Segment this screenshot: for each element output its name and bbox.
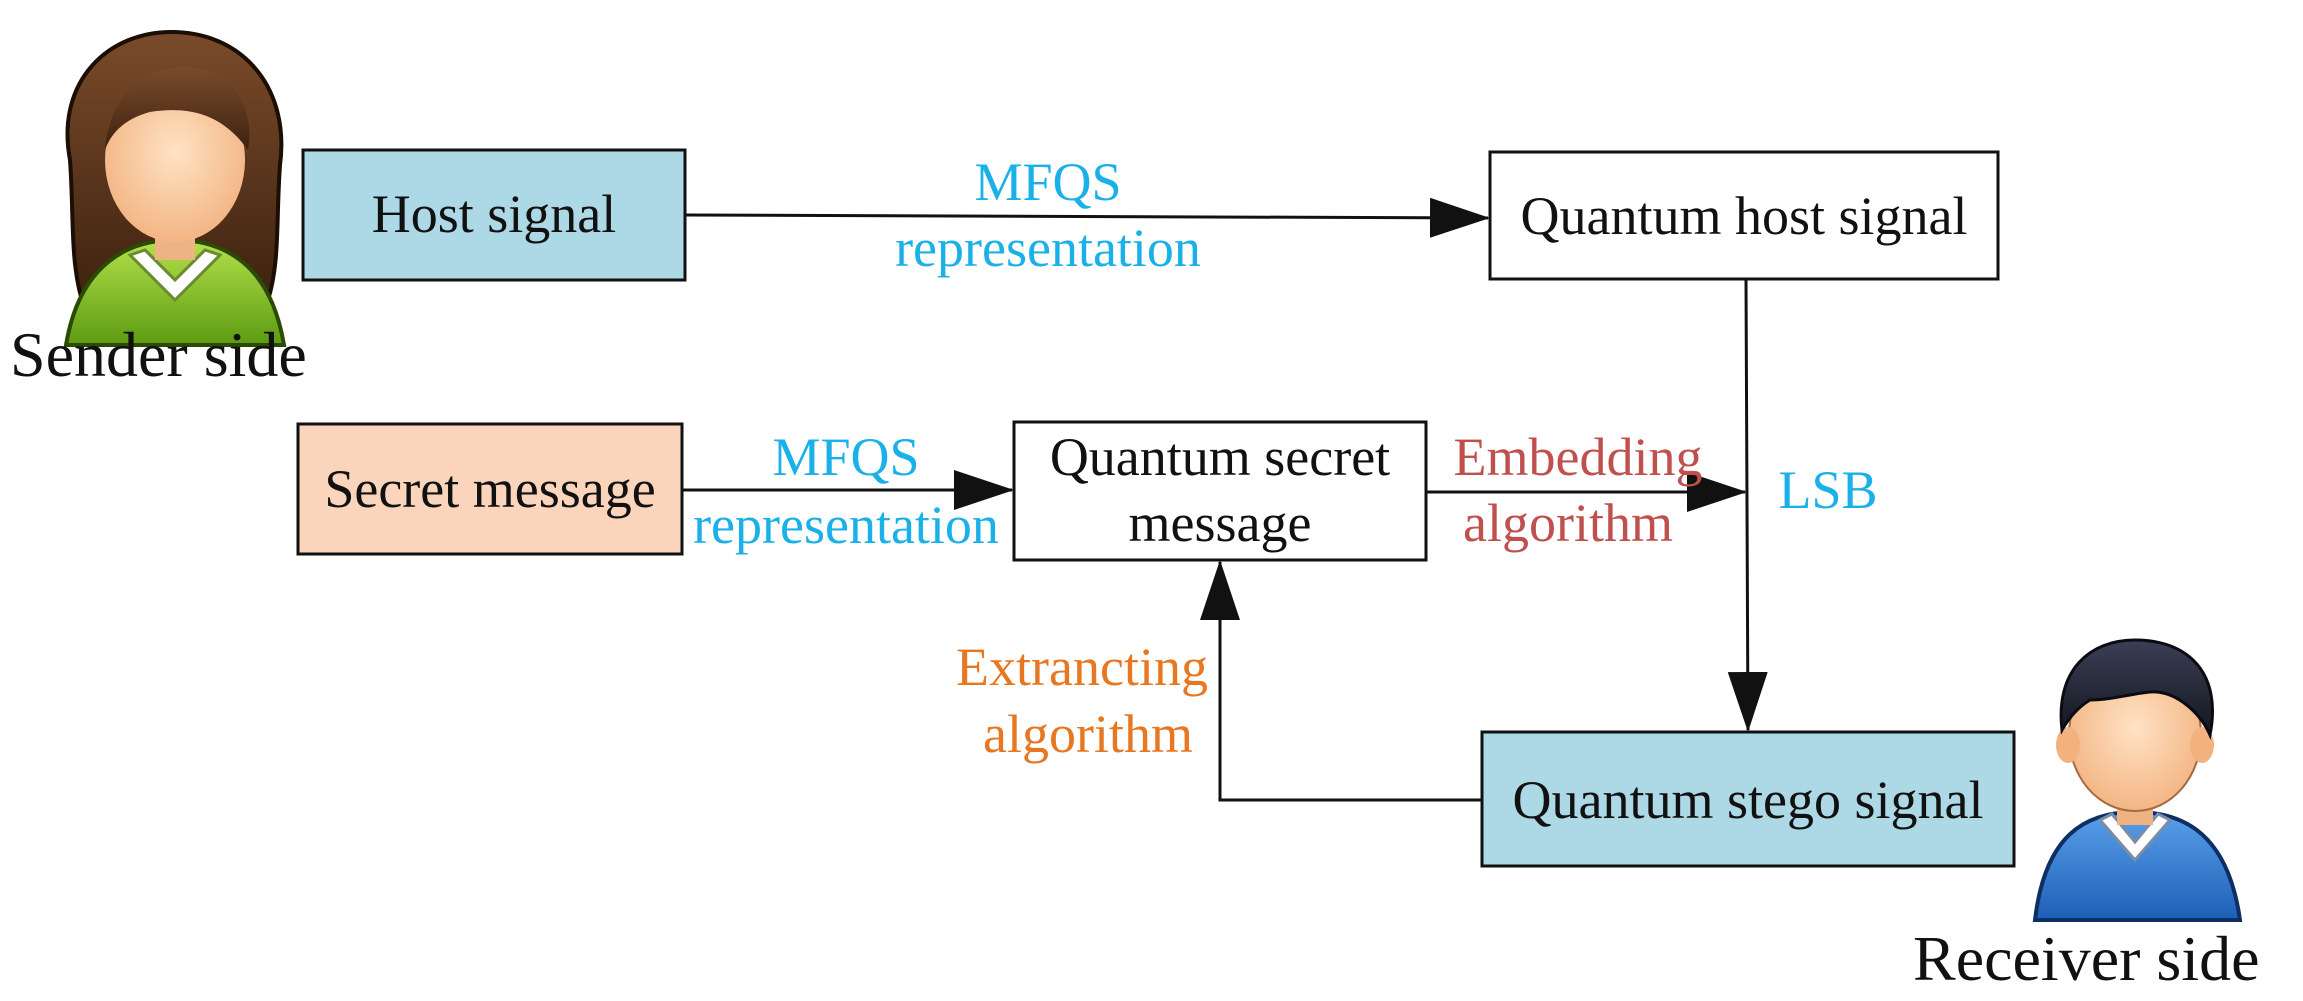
- embedding-label-line1: Embedding: [1454, 427, 1703, 487]
- arrow-stego-to-quantum-secret: [1200, 560, 1482, 802]
- extracting-label-line1: Extrancting: [956, 637, 1208, 697]
- mfqs-host-label-line1: MFQS: [974, 152, 1121, 212]
- quantum-stego-signal-text: Quantum stego signal: [1513, 770, 1984, 830]
- host-signal-box: Host signal: [301, 148, 687, 282]
- receiver-side-label: Receiver side: [1913, 923, 2260, 994]
- arrow-host-to-quantum-host: [685, 197, 1490, 238]
- mfqs-secret-label-line1: MFQS: [772, 427, 919, 487]
- host-signal-text: Host signal: [372, 184, 617, 244]
- quantum-secret-message-line2: message: [1129, 493, 1312, 553]
- lsb-label: LSB: [1778, 460, 1877, 520]
- sender-side-label: Sender side: [10, 319, 307, 390]
- secret-message-box: Secret message: [296, 422, 684, 556]
- quantum-secret-message-line1: Quantum secret: [1050, 427, 1390, 487]
- embedding-label-line2: algorithm: [1463, 493, 1673, 553]
- mfqs-host-label-line2: representation: [895, 218, 1201, 278]
- extracting-label-line2: algorithm: [983, 704, 1193, 764]
- quantum-stego-signal-box: Quantum stego signal: [1480, 730, 2016, 868]
- female-user-icon: [63, 29, 287, 347]
- mfqs-secret-label-line2: representation: [693, 495, 999, 555]
- male-user-icon: [2032, 638, 2243, 922]
- quantum-host-signal-box: Quantum host signal: [1488, 150, 2000, 281]
- arrow-quantum-host-to-stego: [1727, 279, 1768, 732]
- secret-message-text: Secret message: [324, 459, 655, 519]
- quantum-secret-message-box: Quantum secret message: [1012, 420, 1428, 562]
- quantum-host-signal-text: Quantum host signal: [1521, 186, 1968, 246]
